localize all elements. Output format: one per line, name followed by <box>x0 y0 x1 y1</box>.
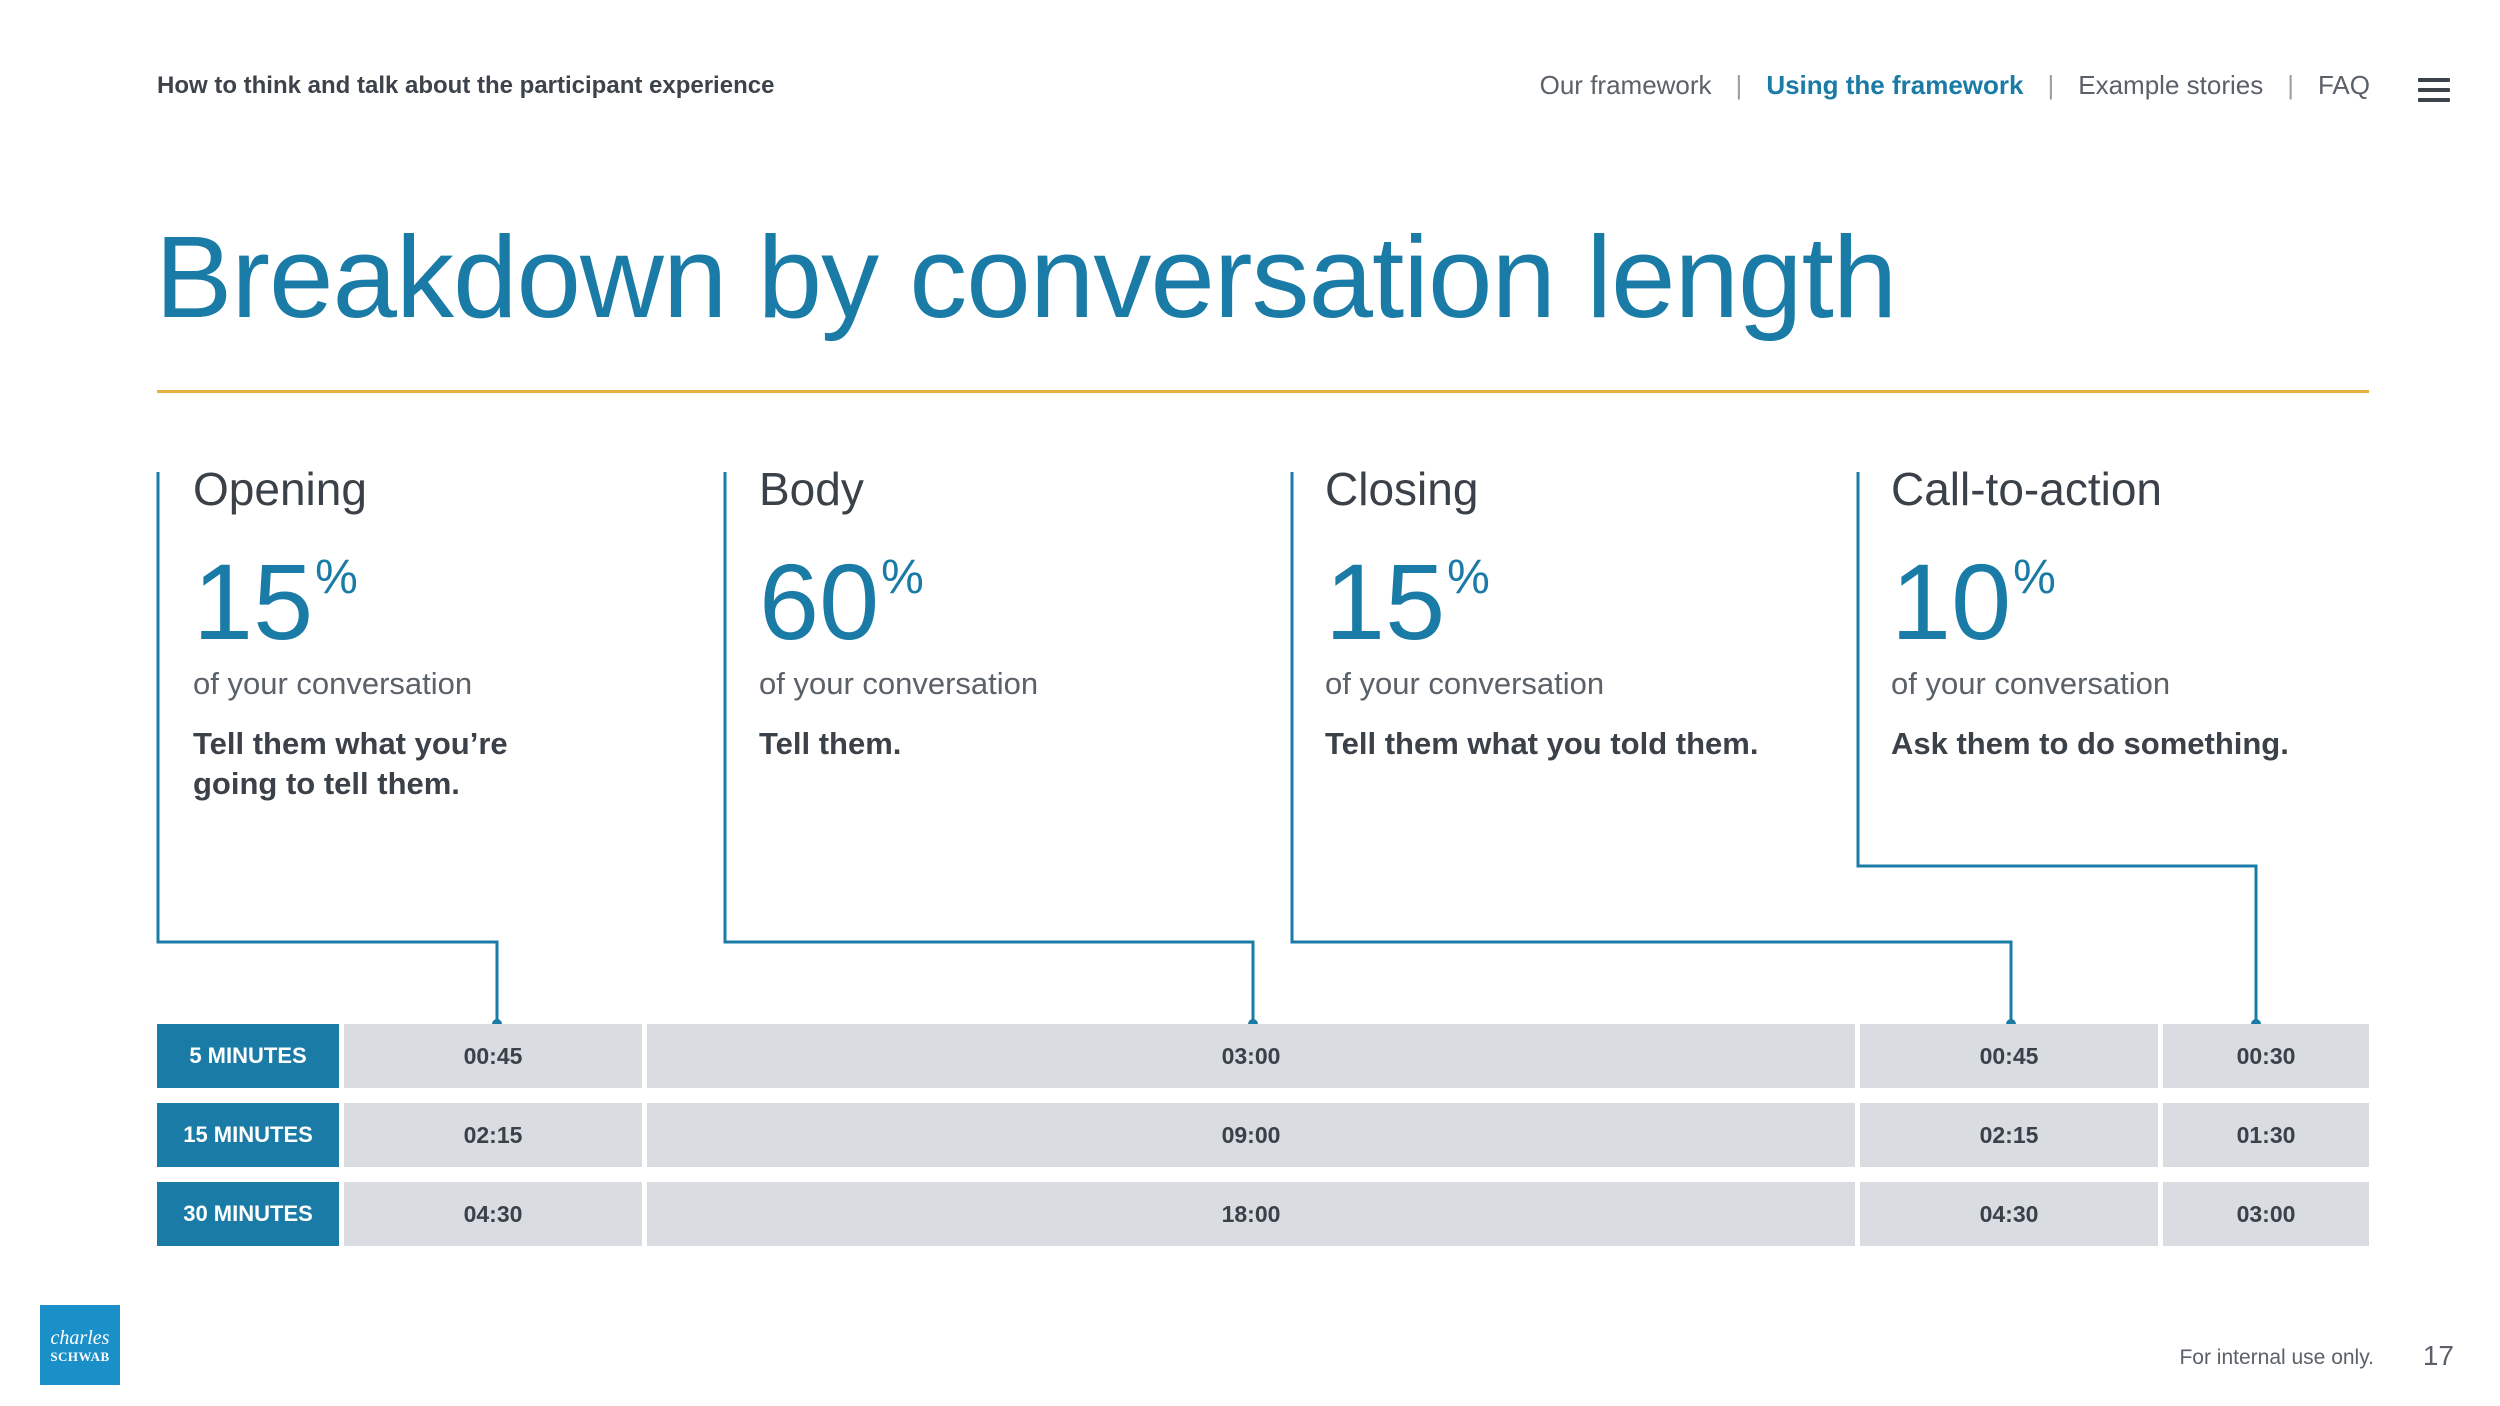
percent-sign: % <box>881 551 924 604</box>
table-cell: 00:30 <box>2163 1024 2369 1088</box>
section-call-to-action: Call-to-action 10% of your conversation … <box>1891 462 2411 764</box>
section-closing: Closing 15% of your conversation Tell th… <box>1325 462 1845 764</box>
section-heading: Call-to-action <box>1891 463 2162 515</box>
nav-using-the-framework[interactable]: Using the framework <box>1766 70 2024 100</box>
section-heading: Body <box>759 463 864 515</box>
page-number: 17 <box>2422 1340 2454 1371</box>
page-title: Breakdown by conversation length <box>155 212 1897 342</box>
nav-separator: | <box>1735 70 1743 100</box>
row-label-5-minutes: 5 MINUTES <box>157 1024 339 1088</box>
percent-sign: % <box>1447 551 1490 604</box>
section-description: Tell them what you’re going to tell them… <box>193 726 508 802</box>
nav-our-framework[interactable]: Our framework <box>1539 70 1712 100</box>
deck-title: How to think and talk about the particip… <box>157 72 775 99</box>
section-description: Ask them to do something. <box>1891 726 2289 761</box>
section-percent: 10% <box>1891 548 2411 656</box>
percent-value: 15 <box>1325 541 1446 662</box>
section-subtitle: of your conversation <box>759 666 1039 701</box>
row-label-15-minutes: 15 MINUTES <box>157 1103 339 1167</box>
title-divider <box>157 390 2369 393</box>
table-cell: 18:00 <box>647 1182 1855 1246</box>
charles-schwab-logo: charles SCHWAB <box>40 1305 120 1385</box>
nav-separator: | <box>2047 70 2055 100</box>
percent-value: 10 <box>1891 541 2012 662</box>
section-percent: 15% <box>1325 548 1845 656</box>
section-percent: 60% <box>759 548 1279 656</box>
percent-sign: % <box>2013 551 2056 604</box>
top-navigation: Our framework | Using the framework | Ex… <box>1540 70 2370 101</box>
section-body: Body 60% of your conversation Tell them. <box>759 462 1279 764</box>
section-heading: Closing <box>1325 463 1479 515</box>
table-cell: 03:00 <box>2163 1182 2369 1246</box>
section-heading: Opening <box>193 463 367 515</box>
table-cell: 04:30 <box>1860 1182 2158 1246</box>
logo-text-top: charles <box>50 1326 110 1349</box>
table-cell: 00:45 <box>1860 1024 2158 1088</box>
nav-faq[interactable]: FAQ <box>2317 70 2370 100</box>
table-cell: 03:00 <box>647 1024 1855 1088</box>
table-cell: 09:00 <box>647 1103 1855 1167</box>
section-description: Tell them what you told them. <box>1325 726 1759 761</box>
table-cell: 01:30 <box>2163 1103 2369 1167</box>
nav-separator: | <box>2287 70 2294 100</box>
internal-use-note: For internal use only. <box>2179 1346 2374 1369</box>
section-subtitle: of your conversation <box>193 666 473 701</box>
table-cell: 04:30 <box>344 1182 642 1246</box>
percent-value: 60 <box>759 541 880 662</box>
section-opening: Opening 15% of your conversation Tell th… <box>193 462 713 805</box>
table-cell: 02:15 <box>344 1103 642 1167</box>
percent-value: 15 <box>193 541 314 662</box>
table-cell: 00:45 <box>344 1024 642 1088</box>
section-subtitle: of your conversation <box>1325 666 1605 701</box>
row-label-30-minutes: 30 MINUTES <box>157 1182 339 1246</box>
percent-sign: % <box>315 551 358 604</box>
section-percent: 15% <box>193 548 713 656</box>
section-subtitle: of your conversation <box>1891 666 2171 701</box>
table-cell: 02:15 <box>1860 1103 2158 1167</box>
section-description: Tell them. <box>759 726 902 761</box>
logo-text-bottom: SCHWAB <box>50 1348 110 1364</box>
nav-example-stories[interactable]: Example stories <box>2078 70 2264 100</box>
hamburger-menu-icon[interactable] <box>2418 78 2450 102</box>
